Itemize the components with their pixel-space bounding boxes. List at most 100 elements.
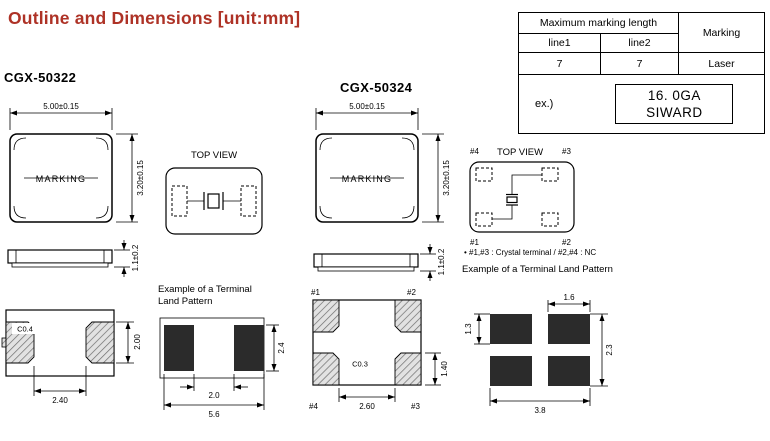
- pad1-bottom: [312, 299, 340, 333]
- pad3-bottom: [394, 352, 422, 386]
- width-dimension: 5.00±0.15: [315, 102, 419, 130]
- pad2-bottom: [394, 299, 422, 333]
- pad-height-dimension: 2.00: [116, 321, 142, 364]
- line1-value: 7: [518, 52, 601, 75]
- body-width-dim: 5.00±0.15: [349, 102, 385, 111]
- total-width-dimension: 3.8: [489, 388, 591, 415]
- right-land-pad: [234, 325, 264, 371]
- pad-height-dim: 1.40: [440, 361, 449, 377]
- land-width-dim: 5.6: [208, 410, 220, 419]
- land-gap-dim: 2.0: [208, 391, 220, 400]
- caption-line2: Land Pattern: [158, 295, 213, 307]
- chamfer-label: C0.3: [352, 360, 368, 369]
- pad4-bottom: [312, 352, 340, 386]
- body-width-dim: 5.00±0.15: [43, 102, 79, 111]
- pin2-label: #2: [407, 288, 416, 297]
- cgx50324-bottomview-drawing: #1 #2 C0.3 1.40 2.60 #4 #3: [309, 288, 449, 411]
- cgx50322-outline-view: 5.00±0.15 MARKING 3.20±0.15: [2, 98, 152, 241]
- pad-gap-dimension: 2.0: [180, 374, 248, 400]
- land-pad-height-dim: 1.3: [464, 323, 473, 335]
- orientation-tab: [1, 337, 7, 348]
- table-row: ex.) 16. 0GA SIWARD: [518, 74, 765, 134]
- pin1-label: #1: [470, 238, 479, 247]
- body-thickness-dim: 1.1±0.2: [131, 244, 140, 271]
- table-row: Maximum marking length Marking: [518, 12, 765, 53]
- package-body: MARKING: [315, 133, 419, 223]
- marking-example-box: 16. 0GA SIWARD: [615, 84, 734, 124]
- cgx50322-sideview: 1.1±0.2: [2, 238, 147, 289]
- total-height-dimension: 2.3: [590, 313, 614, 387]
- left-land-pad: [164, 325, 194, 371]
- land-pad-width-dim: 1.6: [563, 293, 575, 302]
- body-height-dim: 3.20±0.15: [136, 160, 145, 196]
- top-view-label: TOP VIEW: [497, 147, 543, 158]
- cgx50322-topview-drawing: TOP VIEW: [165, 150, 263, 235]
- land-pattern-caption-50324: Example of a Terminal Land Pattern: [462, 264, 613, 275]
- pad-span-dimension: 2.40: [33, 366, 87, 405]
- height-dimension: 3.20±0.15: [116, 133, 145, 223]
- cgx50324-outline-drawing: 5.00±0.15 MARKING 3.20±0.15: [315, 102, 451, 223]
- land-pad-tr: [548, 314, 590, 344]
- pad-width-dimension: 1.6: [547, 293, 591, 312]
- cgx50324-bottomview: #1 #2 C0.3 1.40 2.60 #4 #3: [303, 286, 458, 421]
- part-number-cgx50322: CGX-50322: [4, 70, 77, 85]
- cgx50324-sideview-drawing: 1.1±0.2: [313, 244, 446, 281]
- chamfer-label: C0.4: [17, 325, 33, 334]
- land-pad-height-dim: 2.4: [277, 342, 286, 354]
- crystal-symbol: [187, 192, 241, 210]
- pin1-label: #1: [311, 288, 320, 297]
- max-marking-length-header: Maximum marking length: [518, 12, 679, 34]
- pad4: [475, 167, 493, 182]
- package-body: MARKING: [9, 133, 113, 223]
- pad-span-dim: 2.40: [52, 396, 68, 405]
- pad-span-dimension: 2.60: [338, 388, 396, 411]
- caption-line1: Example of a Terminal: [158, 284, 252, 295]
- pin4-label: #4: [470, 147, 479, 156]
- page-title: Outline and Dimensions [unit:mm]: [8, 8, 301, 28]
- height-dimension: 3.20±0.15: [422, 133, 451, 223]
- cgx50322-landpattern: 2.4 2.0 5.6: [152, 302, 294, 425]
- land-pad-br: [548, 356, 590, 386]
- line1-label: line1: [518, 33, 601, 53]
- total-width-dimension: 5.6: [163, 374, 265, 419]
- marking-table-wrap: Maximum marking length Marking line1 lin…: [518, 12, 765, 134]
- pin3-label: #3: [562, 147, 571, 156]
- pad3: [541, 167, 559, 182]
- marking-text: MARKING: [342, 174, 392, 184]
- cgx50324-sideview: 1.1±0.2: [308, 242, 453, 293]
- line2-label: line2: [600, 33, 679, 53]
- part-number-cgx50324: CGX-50324: [340, 80, 413, 95]
- marking-header: Marking: [678, 12, 765, 53]
- example-prefix: ex.): [535, 98, 554, 110]
- pad1: [475, 212, 493, 227]
- land-height-dim: 2.3: [605, 344, 614, 356]
- pad-height-dim: 2.00: [133, 334, 142, 350]
- cgx50324-landpattern: 1.6 1.3 2.3 3.8: [464, 292, 624, 425]
- body-height-dim: 3.20±0.15: [442, 160, 451, 196]
- pad-height-dimension: 1.40: [425, 352, 449, 386]
- marking-example-line1: 16. 0GA: [647, 88, 701, 103]
- marking-text: MARKING: [36, 174, 86, 184]
- top-view-label: TOP VIEW: [191, 150, 237, 161]
- thickness-dimension: 1.1±0.2: [114, 240, 140, 277]
- terminal-note: • #1,#3 : Crystal terminal / #2,#4 : NC: [464, 248, 597, 257]
- pin3-label: #3: [411, 402, 420, 411]
- cgx50322-outline-drawing: 5.00±0.15 MARKING 3.20±0.15: [9, 102, 145, 223]
- marking-example-line2: SIWARD: [646, 105, 703, 120]
- marking-method-value: Laser: [678, 52, 765, 75]
- cgx50324-topview: #4 TOP VIEW #3 #1 #2: [460, 144, 585, 255]
- pad2: [541, 212, 559, 227]
- cgx50324-topview-drawing: #4 TOP VIEW #3 #1 #2: [469, 147, 575, 247]
- cgx50322-topview: TOP VIEW: [156, 146, 281, 246]
- cgx50324-landpattern-drawing: 1.6 1.3 2.3 3.8: [464, 293, 614, 415]
- land-pad-tl: [490, 314, 532, 344]
- thickness-dimension: 1.1±0.2: [420, 244, 446, 281]
- land-width-dim: 3.8: [534, 406, 546, 415]
- body-thickness-dim: 1.1±0.2: [437, 248, 446, 275]
- land-pattern-caption-50322: Example of a Terminal Land Pattern: [158, 284, 288, 307]
- cgx50322-bottomview-drawing: C0.4 2.00 2.40: [1, 309, 142, 405]
- cgx50324-outline-view: 5.00±0.15 MARKING 3.20±0.15: [308, 98, 458, 241]
- pad-height-dimension: 2.4: [266, 324, 286, 372]
- cgx50322-landpattern-drawing: 2.4 2.0 5.6: [159, 317, 286, 419]
